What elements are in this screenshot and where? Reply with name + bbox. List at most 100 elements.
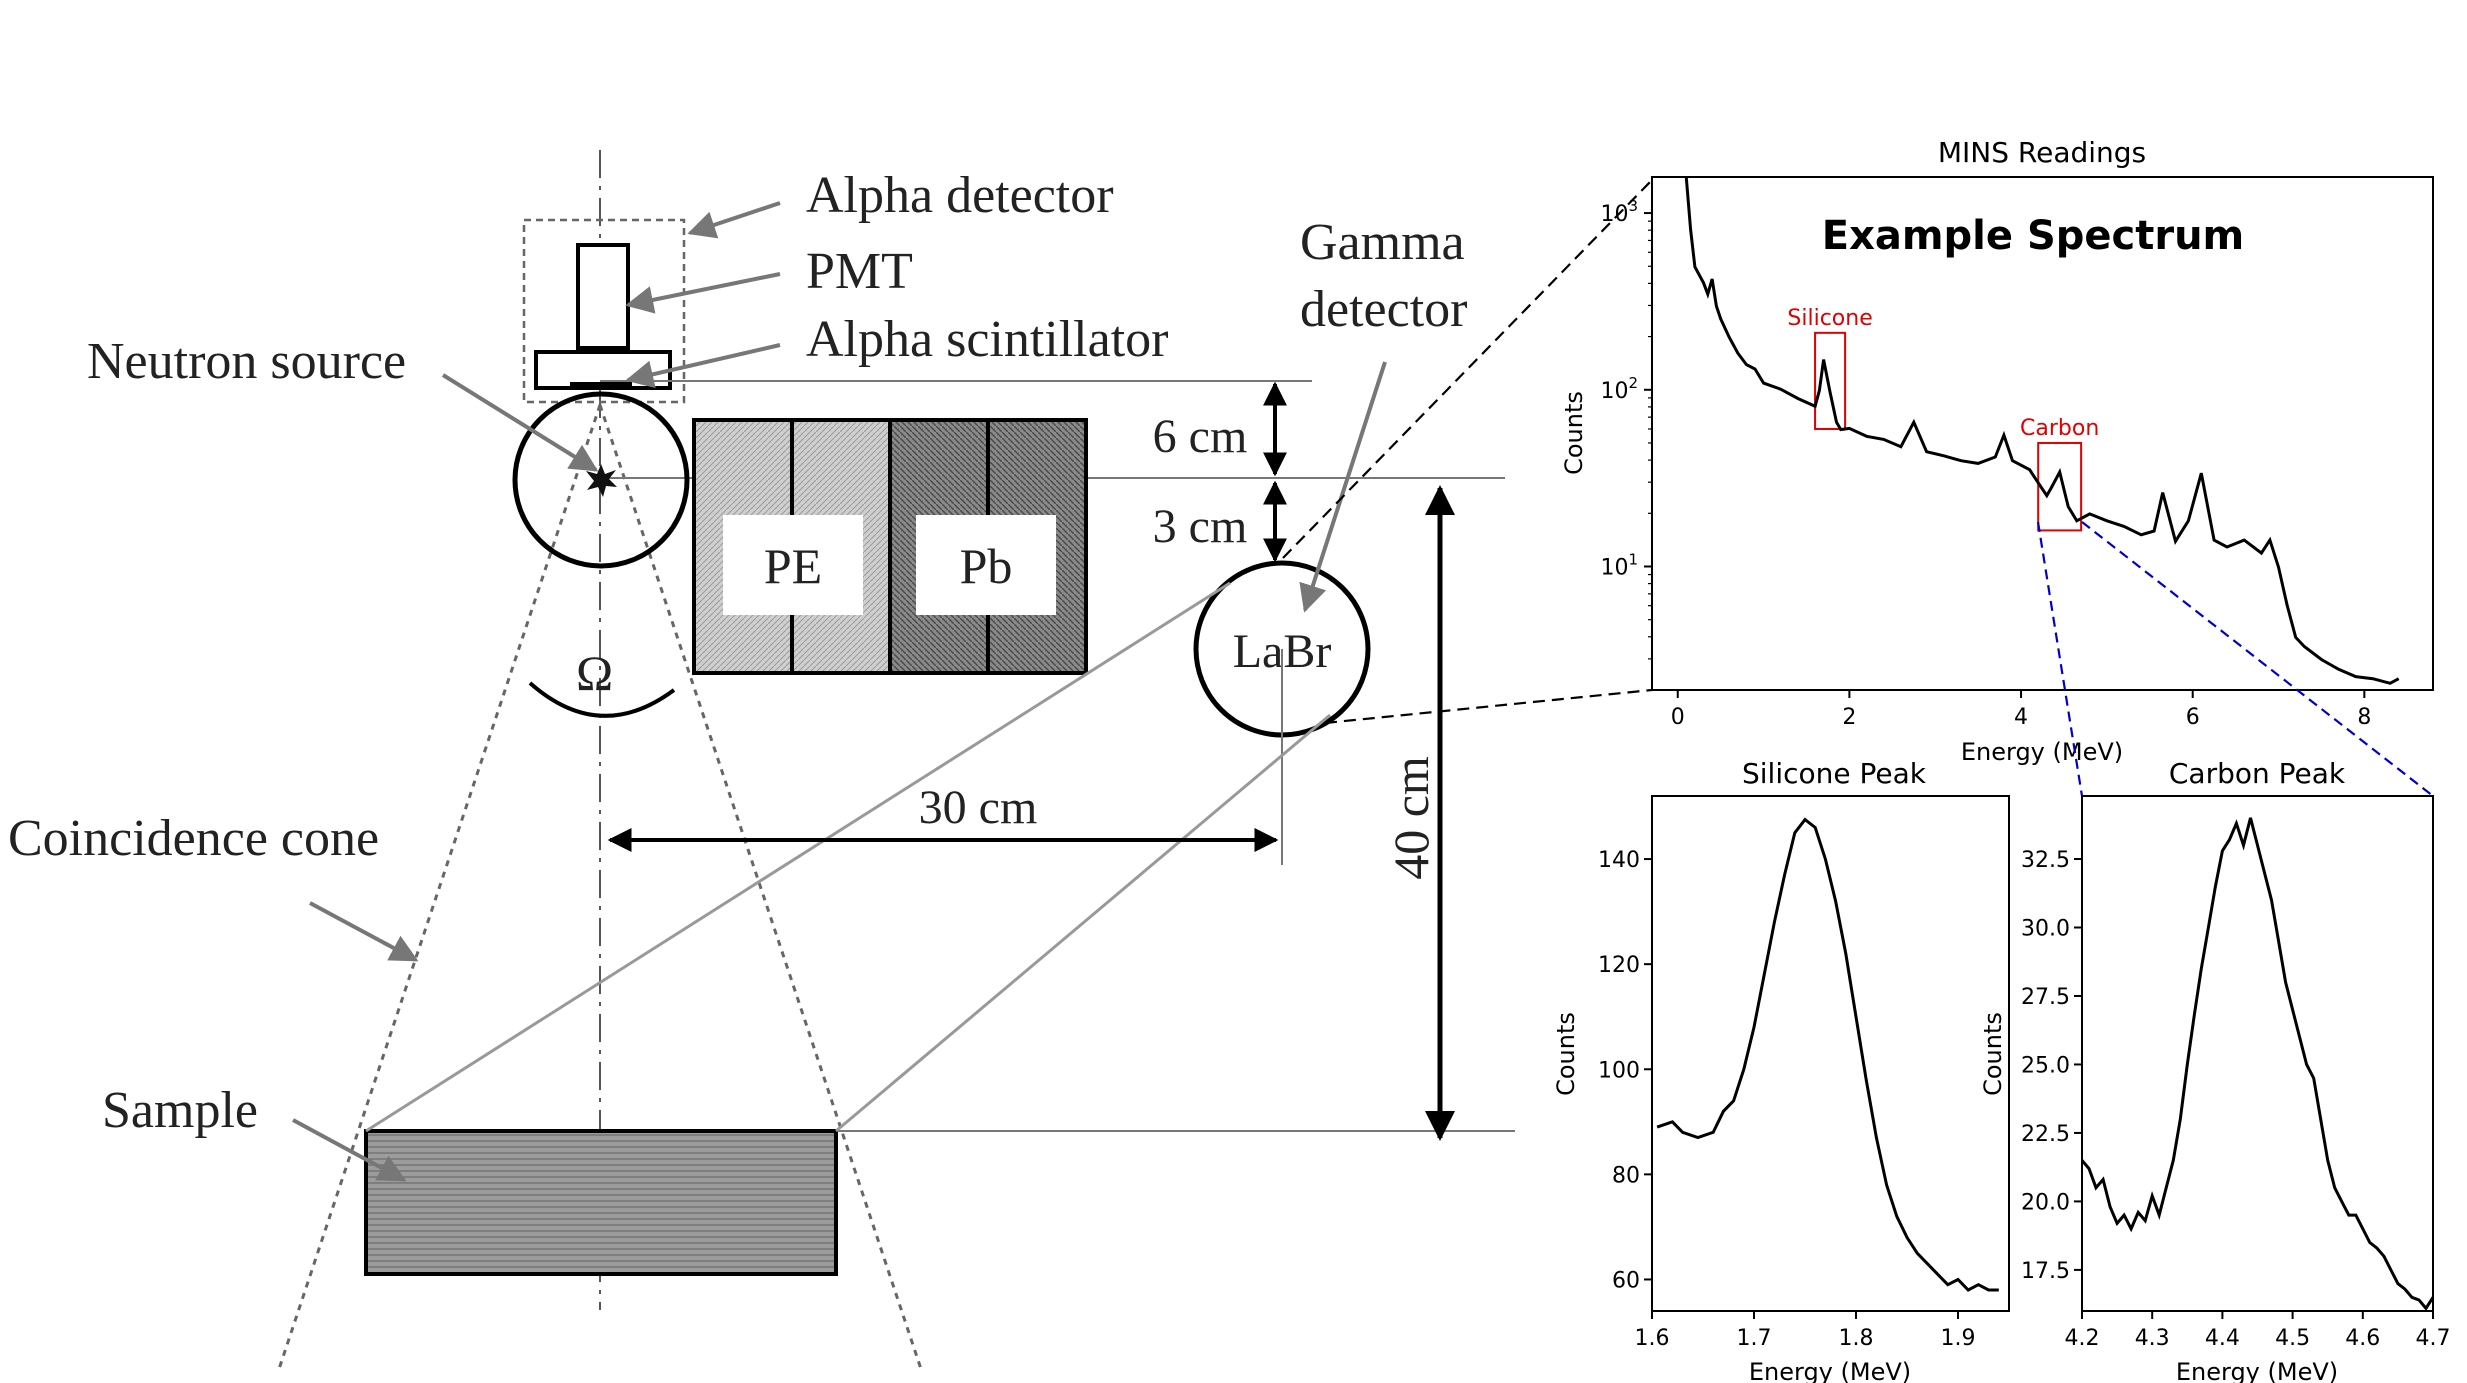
label-sample: Sample [102, 1082, 258, 1139]
label-alpha-detector: Alpha detector [806, 167, 1114, 224]
label-alpha-scintillator: Alpha scintillator [806, 311, 1168, 368]
main-spectrum-line [1684, 177, 2400, 685]
main-y-axis-label: Counts [1560, 391, 1588, 475]
annotation-box-carbon [2037, 441, 2083, 532]
main-y-tick-exponent: 2 [1628, 374, 1638, 392]
callout-arrow-coincidence-cone [309, 901, 419, 962]
annotation-label-carbon: Carbon [2020, 416, 2099, 441]
annotation-box-silicone [1814, 331, 1847, 430]
silicone-y-tick-label: 100 [1598, 1058, 1640, 1083]
silicone-x-axis-label: Energy (MeV) [1749, 1358, 1911, 1383]
silicone-x-tick-label: 1.9 [1941, 1326, 1976, 1351]
carbon-y-tick-label: 32.5 [2021, 848, 2070, 873]
neutron-source-star-icon [586, 464, 617, 497]
callout-arrow-gamma-detector [1299, 361, 1387, 613]
pb-label-background [916, 515, 1056, 615]
silicone-x-tick-label: 1.6 [1635, 1326, 1670, 1351]
dimension-label-30cm: 30 cm [919, 781, 1038, 834]
silicone-y-axis-label: Counts [1552, 1012, 1580, 1096]
carbon-x-tick-label: 4.2 [2065, 1326, 2100, 1351]
carbon-y-tick-label: 25.0 [2021, 1053, 2070, 1078]
pe-label: PE [764, 538, 822, 594]
label-pmt: PMT [806, 243, 913, 300]
carbon-y-tick-label: 27.5 [2021, 985, 2070, 1010]
main-y-tick-label: 101 [1600, 550, 1638, 580]
main-chart-inner-title: Example Spectrum [1822, 213, 2244, 259]
cone-left-edge [276, 404, 602, 1373]
main-x-tick-label: 4 [2014, 705, 2028, 730]
carbon-zoom-line-right [2081, 521, 2434, 797]
callout-arrow-alpha-detector [687, 201, 781, 239]
label-omega: Ω [576, 645, 613, 701]
callout-arrow-pmt [625, 272, 781, 314]
callout-arrow-neutron-source [441, 373, 599, 472]
callout-arrow-sample [292, 1118, 407, 1182]
carbon-x-tick-label: 4.7 [2416, 1326, 2451, 1351]
pe-label-background [723, 515, 863, 615]
main-plot-frame [1651, 176, 2434, 691]
zoom-line-top [1282, 179, 1653, 559]
main-y-tick-label: 103 [1600, 197, 1638, 227]
setup-schematic: PE Pb LaBr 6 cm 3 cm 30 cm 40 cm Alpha d… [8, 150, 1515, 1373]
sample-block [364, 1129, 838, 1276]
dimension-label-3cm: 3 cm [1153, 500, 1248, 553]
label-neutron-source: Neutron source [87, 333, 406, 390]
label-gamma-detector-line1: Gamma [1300, 214, 1465, 271]
carbon-x-tick-label: 4.5 [2275, 1326, 2310, 1351]
cone-right-edge [598, 404, 924, 1373]
main-x-tick-label: 2 [1842, 705, 1856, 730]
silicone-y-tick-label: 60 [1612, 1268, 1640, 1293]
callout-arrow-alpha-scintillator [625, 343, 781, 388]
carbon-y-tick-label: 20.0 [2021, 1190, 2070, 1215]
label-coincidence-cone: Coincidence cone [8, 810, 379, 867]
main-x-tick-label: 0 [1671, 705, 1685, 730]
carbon-x-tick-label: 4.4 [2205, 1326, 2240, 1351]
dimension-label-40cm: 40 cm [1383, 756, 1439, 880]
carbon-x-tick-label: 4.3 [2135, 1326, 2170, 1351]
carbon-y-tick-label: 17.5 [2021, 1259, 2070, 1284]
pb-label: Pb [960, 538, 1013, 594]
detector-view-line-upper [365, 581, 1231, 1133]
carbon-zoom-line-left [2036, 521, 2084, 797]
pmt-body [576, 243, 630, 350]
main-x-axis-label: Energy (MeV) [1961, 738, 2123, 766]
main-y-tick-exponent: 1 [1628, 550, 1638, 568]
silicone-plot-frame [1651, 795, 2010, 1312]
detector-view-line-lower [835, 713, 1331, 1133]
carbon-chart-title: Carbon Peak [2169, 757, 2346, 790]
annotation-label-silicone: Silicone [1787, 306, 1872, 331]
silicone-x-tick-label: 1.8 [1839, 1326, 1874, 1351]
carbon-x-tick-label: 4.6 [2345, 1326, 2380, 1351]
main-y-tick-base: 10 [1600, 379, 1628, 404]
omega-arc [528, 681, 676, 718]
main-y-tick-exponent: 3 [1628, 197, 1638, 215]
dimension-label-6cm: 6 cm [1153, 410, 1248, 463]
carbon-x-axis-label: Energy (MeV) [2176, 1358, 2338, 1383]
silicone-chart-title: Silicone Peak [1742, 757, 1927, 790]
alpha-scintillator-layer [570, 382, 632, 387]
main-x-tick-label: 8 [2357, 705, 2371, 730]
silicone-y-tick-label: 80 [1612, 1163, 1640, 1188]
main-chart-title: MINS Readings [1938, 136, 2146, 169]
zoom-line-bottom [1324, 688, 1653, 725]
neutron-source-circle [512, 391, 690, 569]
main-y-tick-base: 10 [1600, 555, 1628, 580]
label-gamma-detector-line2: detector [1300, 281, 1467, 338]
carbon-peak-line [2080, 817, 2435, 1311]
carbon-peak-chart: Carbon Peak 4.2 4.3 4.4 4.5 4.6 4.7 17.5 20.0 22… [1979, 757, 2451, 1383]
carbon-plot-frame [2081, 795, 2434, 1312]
carbon-y-tick-label: 22.5 [2021, 1122, 2070, 1147]
silicone-peak-line [1656, 817, 1999, 1292]
silicone-y-tick-label: 120 [1598, 953, 1640, 978]
alpha-detector-box [522, 218, 686, 404]
silicone-x-tick-label: 1.7 [1737, 1326, 1772, 1351]
main-y-tick-label: 102 [1600, 374, 1638, 404]
main-y-tick-base: 10 [1600, 202, 1628, 227]
